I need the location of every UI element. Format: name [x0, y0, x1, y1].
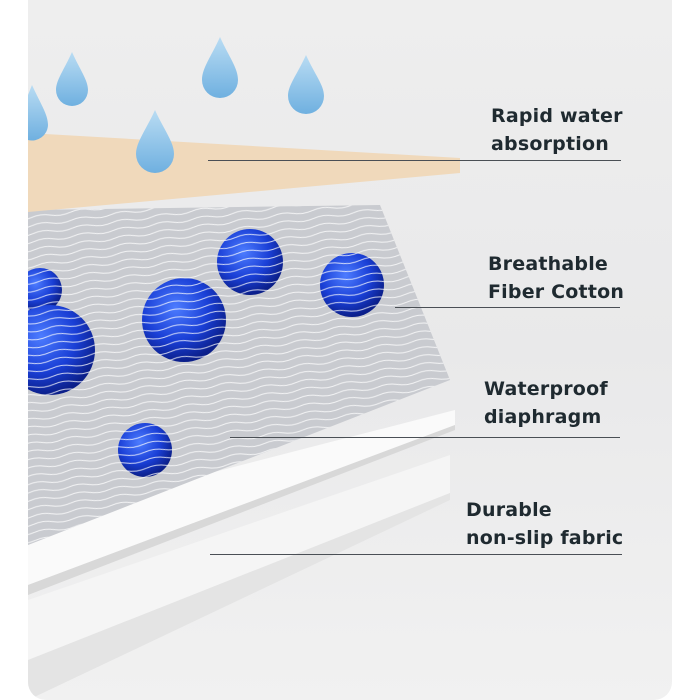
- label-breathable-fiber-cotton: Breathable Fiber Cotton: [488, 250, 624, 306]
- diagram-card: [28, 0, 672, 700]
- leader-line: [208, 160, 621, 161]
- absorption-layer: [28, 133, 460, 212]
- leader-line: [230, 437, 620, 438]
- label-line: non-slip fabric: [466, 527, 624, 549]
- non-slip-fabric-layer: [28, 455, 450, 660]
- water-drops: [28, 37, 324, 173]
- leader-line: [395, 307, 620, 308]
- label-line: Breathable: [488, 253, 608, 275]
- label-waterproof-diaphragm: Waterproof diaphragm: [484, 375, 608, 431]
- layers-illustration: [28, 37, 460, 700]
- water-drop-icon: [288, 55, 324, 114]
- label-line: diaphragm: [484, 406, 602, 428]
- water-drop-icon: [28, 85, 48, 141]
- label-line: Fiber Cotton: [488, 281, 625, 303]
- label-line: Waterproof: [484, 378, 608, 400]
- water-drop-icon: [56, 52, 88, 106]
- water-drop-icon: [136, 110, 174, 173]
- water-drop-icon: [202, 37, 238, 98]
- label-line: Durable: [466, 499, 552, 521]
- label-line: absorption: [491, 133, 609, 155]
- leader-line: [210, 554, 622, 555]
- label-rapid-water-absorption: Rapid water absorption: [491, 102, 623, 158]
- label-line: Rapid water: [491, 105, 623, 127]
- label-durable-non-slip-fabric: Durable non-slip fabric: [466, 496, 623, 552]
- waterproof-diaphragm-layer: [28, 410, 455, 585]
